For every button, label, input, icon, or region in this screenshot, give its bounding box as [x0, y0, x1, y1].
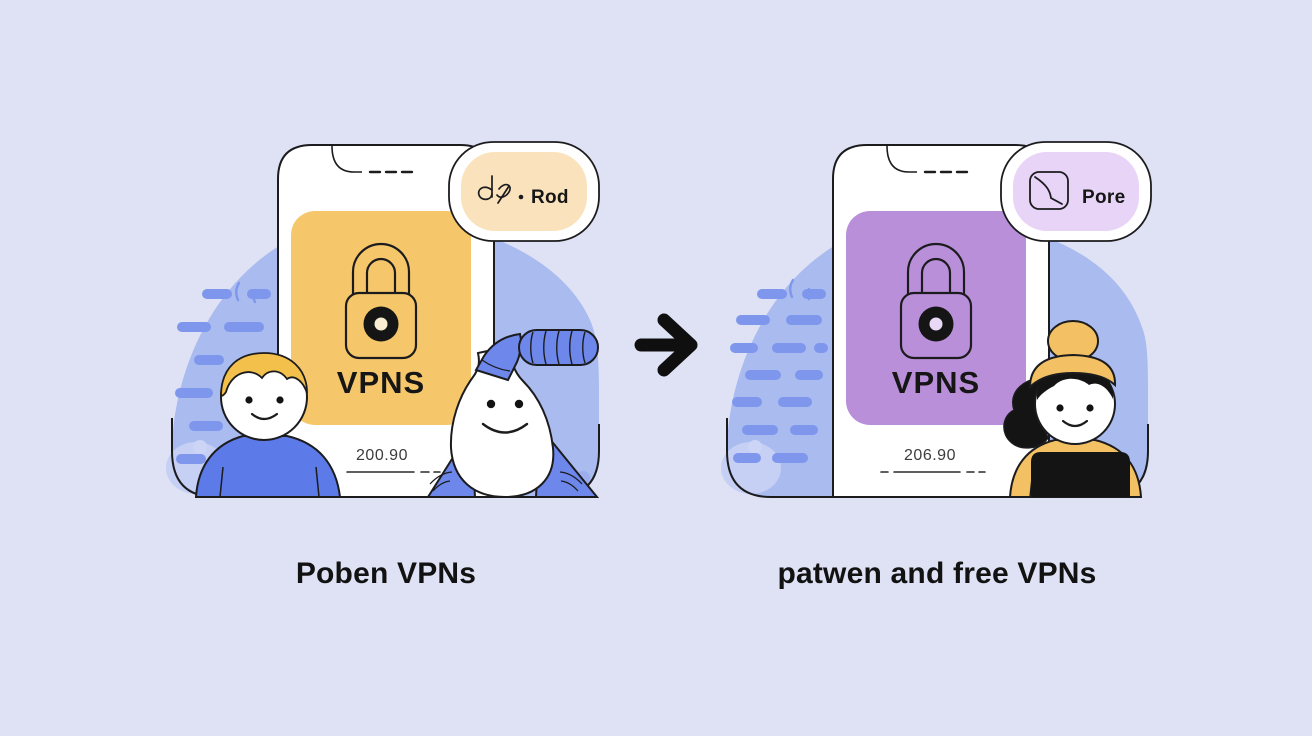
blob-dot	[193, 440, 207, 454]
blob-dot	[748, 440, 762, 454]
beanie-band	[1028, 353, 1117, 390]
mascot-eye	[486, 399, 496, 409]
hose-tube-icon	[518, 329, 599, 366]
person-right-eye	[1086, 404, 1094, 412]
person-right-eye	[1056, 404, 1064, 412]
caption-right: patwen and free VPNs	[777, 557, 1097, 590]
left-scene: VPNS 200.90	[166, 141, 600, 499]
person-right	[1003, 320, 1143, 498]
speed-dashes	[730, 289, 828, 463]
badge-separator-dot	[518, 194, 524, 200]
phone-notch	[886, 145, 917, 173]
notification-badge-left: Rod	[448, 141, 600, 242]
person-left-eye	[276, 396, 284, 404]
badge-label-left: Rod	[531, 187, 569, 208]
arrow-right-icon	[634, 313, 698, 377]
thumbs-up-doodle-icon	[477, 175, 511, 204]
person-right-smile	[1061, 419, 1089, 428]
mascot-smile	[481, 422, 529, 434]
person-left-smile	[250, 412, 279, 421]
padlock-icon	[899, 242, 973, 360]
notification-badge-right: Pore	[1000, 141, 1152, 242]
laptop	[1031, 452, 1130, 497]
vpn-app-label: VPNS	[337, 365, 425, 400]
vpn-app-label: VPNS	[892, 365, 980, 400]
person-left-hair	[220, 352, 308, 397]
rounded-square-doodle-icon	[1029, 171, 1069, 210]
badge-label-right: Pore	[1082, 187, 1125, 208]
person-left-torso	[194, 435, 342, 498]
caption-left: Poben VPNs	[295, 557, 477, 590]
mascot-eye	[514, 399, 524, 409]
mascot-blob-character	[426, 329, 600, 499]
amount-text: 200.90	[356, 447, 408, 464]
amount-text: 206.90	[904, 447, 956, 464]
right-scene: VPNS 206.90 Pore	[721, 141, 1152, 498]
person-left	[194, 352, 342, 498]
person-left-eye	[245, 396, 253, 404]
phone-notch	[331, 145, 362, 173]
padlock-icon	[344, 242, 418, 360]
